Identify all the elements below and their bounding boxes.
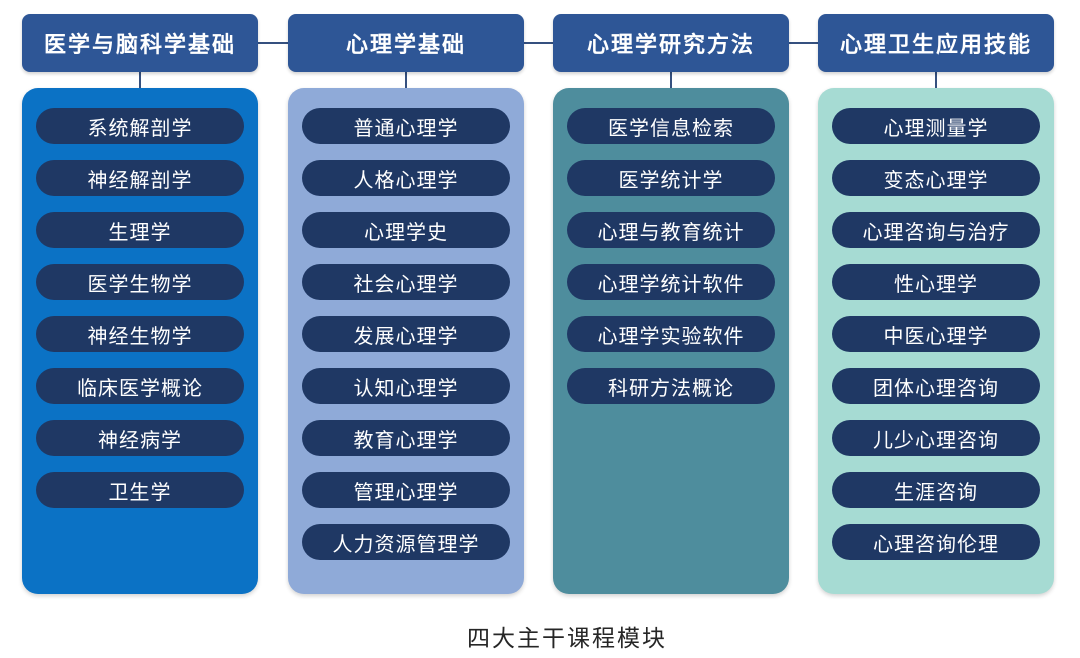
connector-vertical-4 [935, 72, 937, 88]
module-column-2: 普通心理学人格心理学心理学史社会心理学发展心理学认知心理学教育心理学管理心理学人… [288, 88, 524, 594]
module-column-4: 心理测量学变态心理学心理咨询与治疗性心理学中医心理学团体心理咨询儿少心理咨询生涯… [818, 88, 1054, 594]
connector-vertical-1 [139, 72, 141, 88]
course-pill: 系统解剖学 [36, 108, 244, 144]
course-pill: 医学生物学 [36, 264, 244, 300]
course-pill: 管理心理学 [302, 472, 510, 508]
course-pill: 团体心理咨询 [832, 368, 1040, 404]
course-pill: 心理学史 [302, 212, 510, 248]
course-pill: 科研方法概论 [567, 368, 775, 404]
course-pill: 卫生学 [36, 472, 244, 508]
course-pill: 生理学 [36, 212, 244, 248]
course-pill: 医学信息检索 [567, 108, 775, 144]
module-header-2: 心理学基础 [288, 14, 524, 72]
course-pill: 临床医学概论 [36, 368, 244, 404]
module-column-3: 医学信息检索医学统计学心理与教育统计心理学统计软件心理学实验软件科研方法概论 [553, 88, 789, 594]
course-pill: 人力资源管理学 [302, 524, 510, 560]
course-pill: 变态心理学 [832, 160, 1040, 196]
course-pill: 性心理学 [832, 264, 1040, 300]
connector-vertical-2 [405, 72, 407, 88]
course-pill: 社会心理学 [302, 264, 510, 300]
module-header-3: 心理学研究方法 [553, 14, 789, 72]
connector-horizontal-3 [789, 42, 818, 44]
module-header-4: 心理卫生应用技能 [818, 14, 1054, 72]
course-pill: 普通心理学 [302, 108, 510, 144]
course-pill: 心理咨询与治疗 [832, 212, 1040, 248]
course-pill: 心理测量学 [832, 108, 1040, 144]
connector-horizontal-1 [258, 42, 288, 44]
course-pill: 儿少心理咨询 [832, 420, 1040, 456]
course-pill: 神经解剖学 [36, 160, 244, 196]
course-pill: 心理学实验软件 [567, 316, 775, 352]
connector-horizontal-2 [524, 42, 553, 44]
course-pill: 认知心理学 [302, 368, 510, 404]
course-pill: 心理与教育统计 [567, 212, 775, 248]
course-pill: 神经生物学 [36, 316, 244, 352]
module-header-1: 医学与脑科学基础 [22, 14, 258, 72]
course-pill: 神经病学 [36, 420, 244, 456]
course-pill: 生涯咨询 [832, 472, 1040, 508]
course-pill: 人格心理学 [302, 160, 510, 196]
course-pill: 发展心理学 [302, 316, 510, 352]
diagram-caption: 四大主干课程模块 [467, 625, 667, 651]
module-column-1: 系统解剖学神经解剖学生理学医学生物学神经生物学临床医学概论神经病学卫生学 [22, 88, 258, 594]
course-pill: 医学统计学 [567, 160, 775, 196]
course-pill: 心理学统计软件 [567, 264, 775, 300]
connector-vertical-3 [670, 72, 672, 88]
course-pill: 教育心理学 [302, 420, 510, 456]
course-pill: 中医心理学 [832, 316, 1040, 352]
course-pill: 心理咨询伦理 [832, 524, 1040, 560]
